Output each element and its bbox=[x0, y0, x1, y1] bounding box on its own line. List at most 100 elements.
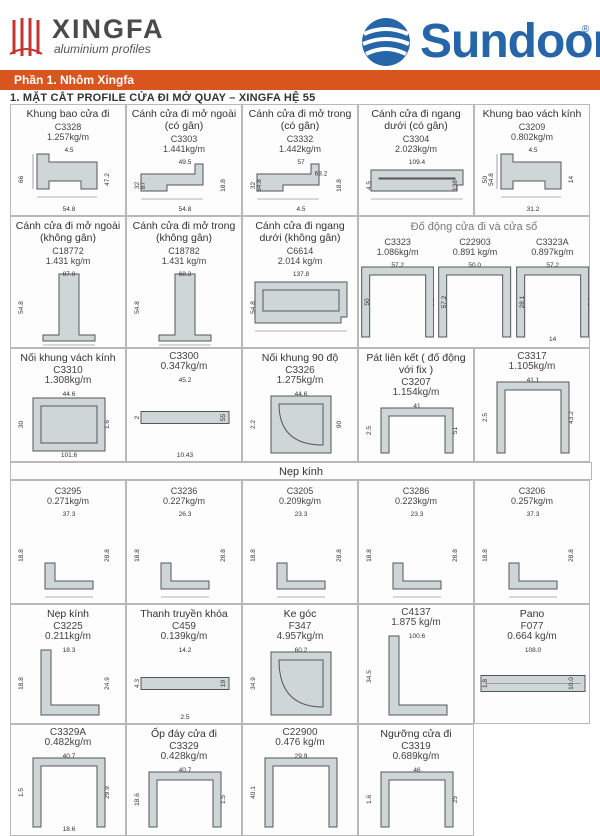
profile-c3286-shape bbox=[392, 562, 442, 590]
profile-c3236-dim-0: 26.3 bbox=[179, 511, 192, 518]
profile-c459-dim-0: 14.2 bbox=[179, 647, 192, 654]
profile-c3317-dim-1: 2.5 bbox=[482, 413, 489, 422]
profile-weight: 4.957kg/m bbox=[276, 631, 324, 642]
profile-c3323a-dim-2: 1.4 bbox=[587, 297, 589, 306]
profile-c3332-dim-5: 68.2 bbox=[315, 171, 328, 178]
profile-c4137-dim-1: 34.5 bbox=[366, 670, 373, 683]
profile-code: C459 bbox=[172, 621, 196, 632]
profile-label: Cánh cửa đi ngang dưới (có gân) bbox=[371, 108, 461, 132]
profile-c3332-dim-4: 54.8 bbox=[256, 179, 263, 192]
profile-c3304-dim-0: 109.4 bbox=[409, 159, 426, 166]
profile-c3303-dim-1: 32 bbox=[134, 182, 141, 190]
profile-c3300-dim-1: 2 bbox=[134, 415, 141, 419]
profile-drawing: 50.057.2 bbox=[438, 262, 512, 338]
profile-code: C3329 bbox=[169, 741, 199, 752]
profile-code: C3300 bbox=[169, 351, 199, 362]
profile-c3329-dim-2: 1.5 bbox=[220, 795, 227, 804]
profile-label: Cánh cửa đi mở ngoài (có gân) bbox=[131, 108, 237, 132]
profile-label: Ke góc bbox=[283, 608, 317, 620]
xingfa-brand-name: XINGFA bbox=[52, 14, 165, 44]
profile-code: C3319 bbox=[401, 741, 431, 752]
profile-f347-dim-1: 34.9 bbox=[250, 677, 257, 690]
profile-c3206-shape bbox=[508, 562, 558, 590]
profile-weight: 0.209kg/m bbox=[278, 496, 322, 506]
sundoor-globe-icon bbox=[362, 18, 410, 66]
profile-c3304-dim-2: 138 bbox=[452, 180, 459, 191]
profile-drawing: 57.2501.8 bbox=[361, 262, 435, 338]
profile-c3329-shape bbox=[148, 771, 222, 828]
profile-c459-dim-2: 19 bbox=[220, 680, 227, 688]
profile-c3319-dim-2: 25 bbox=[452, 796, 459, 804]
profile-code: C3328 bbox=[54, 122, 82, 132]
profile-drawing: 29.940.1 bbox=[250, 753, 338, 828]
profile-c3236-dim-2: 28.8 bbox=[220, 549, 227, 562]
profile-c22900-dim-1: 40.1 bbox=[250, 786, 257, 799]
profile-drawing: 137.854.8 bbox=[250, 271, 348, 332]
profile-label: Cánh cửa đi ngang dưới (không gân) bbox=[255, 220, 345, 244]
profile-code: C3209 bbox=[518, 122, 546, 132]
page-title: 1. MẶT CẮT PROFILE CỬA ĐI MỞ QUAY – XING… bbox=[10, 92, 316, 104]
profile-drawing: 60.234.9 bbox=[250, 647, 332, 716]
profile-c3205-dim-2: 28.8 bbox=[336, 549, 343, 562]
profile-c3205-dim-0: 23.3 bbox=[295, 511, 308, 518]
profile-c4137-dim-0: 100.6 bbox=[409, 633, 426, 640]
profile-c459-shape bbox=[140, 677, 230, 690]
profile-c3326-dim-2: 90 bbox=[336, 421, 343, 429]
profile-c3332-dim-1: 32 bbox=[250, 182, 257, 190]
profile-c3323a-dim-0: 57.2 bbox=[546, 262, 559, 269]
profile-weight: 1.257kg/m bbox=[46, 132, 90, 142]
section-band: Phần 1. Nhôm Xingfa bbox=[0, 70, 600, 90]
bead-header-label: Nẹp kính bbox=[278, 466, 324, 478]
profile-c3303-dim-0: 49.5 bbox=[179, 159, 192, 166]
profile-f077-dim-0: 108.0 bbox=[525, 647, 542, 654]
profile-code: C22900 bbox=[282, 727, 318, 738]
profile-c3329-dim-1: 18.6 bbox=[134, 793, 141, 806]
profile-c3328-dim-3: 54.8 bbox=[63, 206, 76, 213]
profile-c3207-shape bbox=[380, 407, 454, 454]
profile-c6614-dim-1: 54.8 bbox=[250, 301, 257, 314]
profile-code: C3326 bbox=[285, 365, 315, 376]
profile-weight: 0.211kg/m bbox=[45, 631, 91, 642]
profile-code: C3286 bbox=[402, 486, 430, 496]
profile-c3300-shape bbox=[140, 411, 230, 424]
profile-c3236-shape bbox=[160, 562, 210, 590]
profile-weight: 0.347kg/m bbox=[160, 361, 208, 372]
profile-label: Ngưỡng cửa đi bbox=[380, 728, 452, 740]
registered-mark: ® bbox=[582, 24, 590, 35]
profile-c3304-shape bbox=[370, 169, 464, 192]
profile-c3332-dim-2: 18.8 bbox=[336, 179, 343, 192]
group-label: Đố động cửa đi và cửa sổ bbox=[410, 221, 538, 233]
profile-weight: 0.271kg/m bbox=[46, 496, 90, 506]
profile-code: C3304 bbox=[402, 134, 430, 144]
profile-c3310-dim-3: 101.6 bbox=[61, 452, 78, 459]
profile-weight: 0.227kg/m bbox=[162, 496, 206, 506]
profile-c3323-dim-2: 1.8 bbox=[433, 297, 435, 306]
profile-c3209-dim-1: 50 bbox=[482, 176, 489, 184]
profile-c3310-dim-1: 30 bbox=[18, 421, 25, 429]
profile-c3317-shape bbox=[496, 381, 570, 454]
profile-label: Thanh truyền khóa bbox=[140, 608, 228, 620]
profile-c3209-dim-lines bbox=[496, 154, 561, 198]
profile-label: Khung bao vách kính bbox=[482, 108, 582, 120]
profile-weight: 2.014 kg/m bbox=[277, 256, 323, 266]
